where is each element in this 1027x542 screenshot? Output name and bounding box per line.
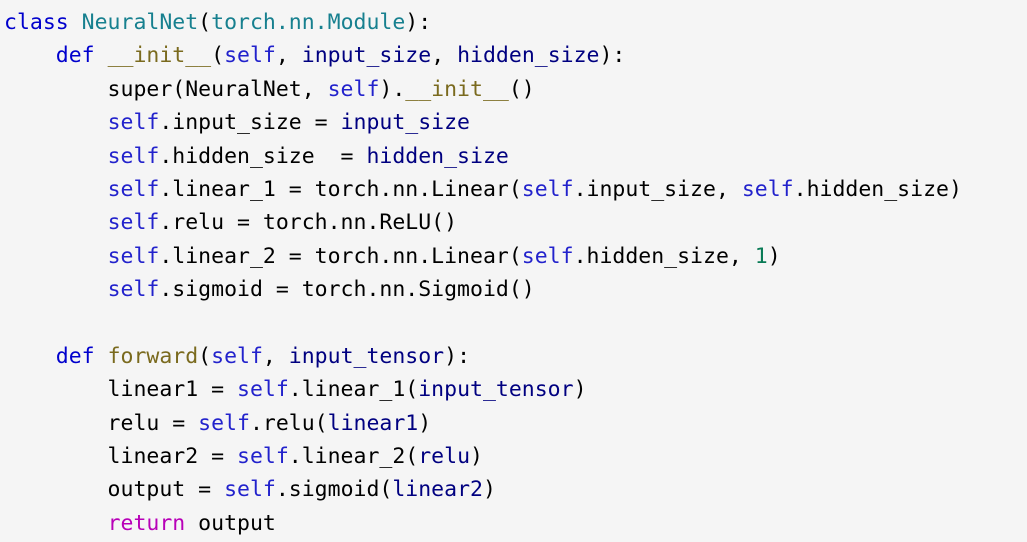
code-token: ) [418, 410, 432, 436]
code-token [4, 244, 108, 269]
code-token: .linear_2( [288, 444, 419, 470]
code-token: self [521, 243, 574, 269]
code-token: hidden_size [457, 43, 600, 69]
code-token: input_size [340, 110, 471, 136]
code-token: output = [4, 477, 225, 503]
code-token [4, 277, 108, 302]
code-token: , [431, 43, 458, 69]
code-line: self.hidden_size = hidden_size [4, 140, 1027, 173]
code-token: ( [211, 43, 225, 69]
code-token: self [107, 176, 160, 202]
code-token: self [224, 43, 276, 69]
code-line: linear1 = self.linear_1(input_tensor) [4, 373, 1027, 406]
code-token: self [107, 277, 160, 303]
code-line: self.sigmoid = torch.nn.Sigmoid() [4, 273, 1027, 306]
code-token: self [107, 210, 160, 236]
code-token: self [107, 243, 160, 269]
code-token: .linear_1( [288, 377, 419, 403]
code-line: return output [4, 507, 1027, 540]
code-token: .linear_1 = torch.nn.Linear( [159, 176, 522, 202]
code-token: self [741, 176, 794, 202]
code-token: __init__ [107, 43, 212, 69]
code-token [4, 43, 56, 68]
code-token: .hidden_size = [159, 143, 367, 169]
code-token: self [211, 343, 263, 369]
code-token: .linear_2 = torch.nn.Linear( [159, 243, 522, 269]
code-token: ) [470, 444, 483, 470]
code-token [4, 110, 108, 135]
code-token: self [107, 143, 160, 169]
code-token: .sigmoid( [275, 477, 393, 503]
code-token: return [107, 510, 186, 536]
code-token: ) [482, 477, 496, 503]
code-token: __init__ [405, 76, 509, 102]
code-token: .relu( [249, 410, 328, 436]
code-token: .input_size = [159, 110, 341, 136]
code-token [4, 177, 108, 202]
code-token: .hidden_size, [573, 243, 755, 269]
code-line: def forward(self, input_tensor): [4, 340, 1027, 373]
code-token: relu = [4, 410, 199, 436]
code-token: torch.nn.Module [211, 10, 406, 35]
code-token: self [521, 176, 574, 202]
code-token: super(NeuralNet, [4, 76, 328, 102]
code-token: linear1 [327, 410, 419, 436]
code-token: () [508, 76, 535, 102]
code-line: super(NeuralNet, self).__init__() [4, 73, 1027, 106]
code-token: .relu = torch.nn.ReLU() [159, 210, 458, 236]
code-line: self.relu = torch.nn.ReLU() [4, 206, 1027, 239]
code-token: self [198, 410, 250, 436]
code-line: output = self.sigmoid(linear2) [4, 473, 1027, 506]
code-token: self [237, 377, 289, 403]
code-token: , [262, 343, 289, 369]
code-token: NeuralNet [81, 10, 199, 35]
code-token [4, 511, 108, 536]
code-line: self.linear_2 = torch.nn.Linear(self.hid… [4, 240, 1027, 273]
code-line [4, 307, 1027, 340]
code-line: linear2 = self.linear_2(relu) [4, 440, 1027, 473]
code-token: input_tensor [288, 343, 445, 369]
code-line: def __init__(self, input_size, hidden_si… [4, 39, 1027, 72]
code-token: forward [107, 343, 199, 369]
code-token: def [55, 43, 108, 69]
code-token [4, 344, 56, 369]
code-token [4, 210, 108, 235]
code-token [4, 144, 108, 169]
code-token: ( [198, 343, 212, 369]
code-token: input_tensor [418, 377, 574, 403]
code-token: class [4, 10, 82, 35]
code-token: ) [767, 243, 781, 269]
code-token: .input_size, [573, 176, 742, 202]
code-token: ): [599, 43, 626, 69]
code-line: self.linear_1 = torch.nn.Linear(self.inp… [4, 173, 1027, 206]
code-line: class NeuralNet(torch.nn.Module): [4, 6, 1027, 39]
code-token: ). [379, 76, 406, 102]
code-token: self [237, 444, 289, 470]
code-token: output [185, 510, 276, 536]
code-token: def [55, 343, 108, 369]
code-line: self.input_size = input_size [4, 106, 1027, 139]
code-token: .hidden_size) [793, 176, 962, 202]
code-token: linear2 = [4, 444, 237, 470]
code-token: 1 [754, 243, 768, 269]
code-token: ( [198, 10, 212, 35]
code-token: , [275, 43, 302, 69]
code-line: relu = self.relu(linear1) [4, 407, 1027, 440]
code-token: linear1 = [4, 377, 237, 403]
code-token: linear2 [392, 477, 483, 503]
code-token: relu [418, 444, 471, 470]
code-token: .sigmoid = torch.nn.Sigmoid() [159, 277, 535, 303]
code-token: ): [444, 343, 471, 369]
code-token: self [107, 110, 160, 136]
code-token: self [327, 76, 380, 102]
code-token: self [224, 477, 276, 503]
code-token: hidden_size [366, 143, 509, 169]
code-token: ) [573, 377, 587, 403]
code-token: input_size [301, 43, 432, 69]
code-token: ): [405, 10, 432, 35]
